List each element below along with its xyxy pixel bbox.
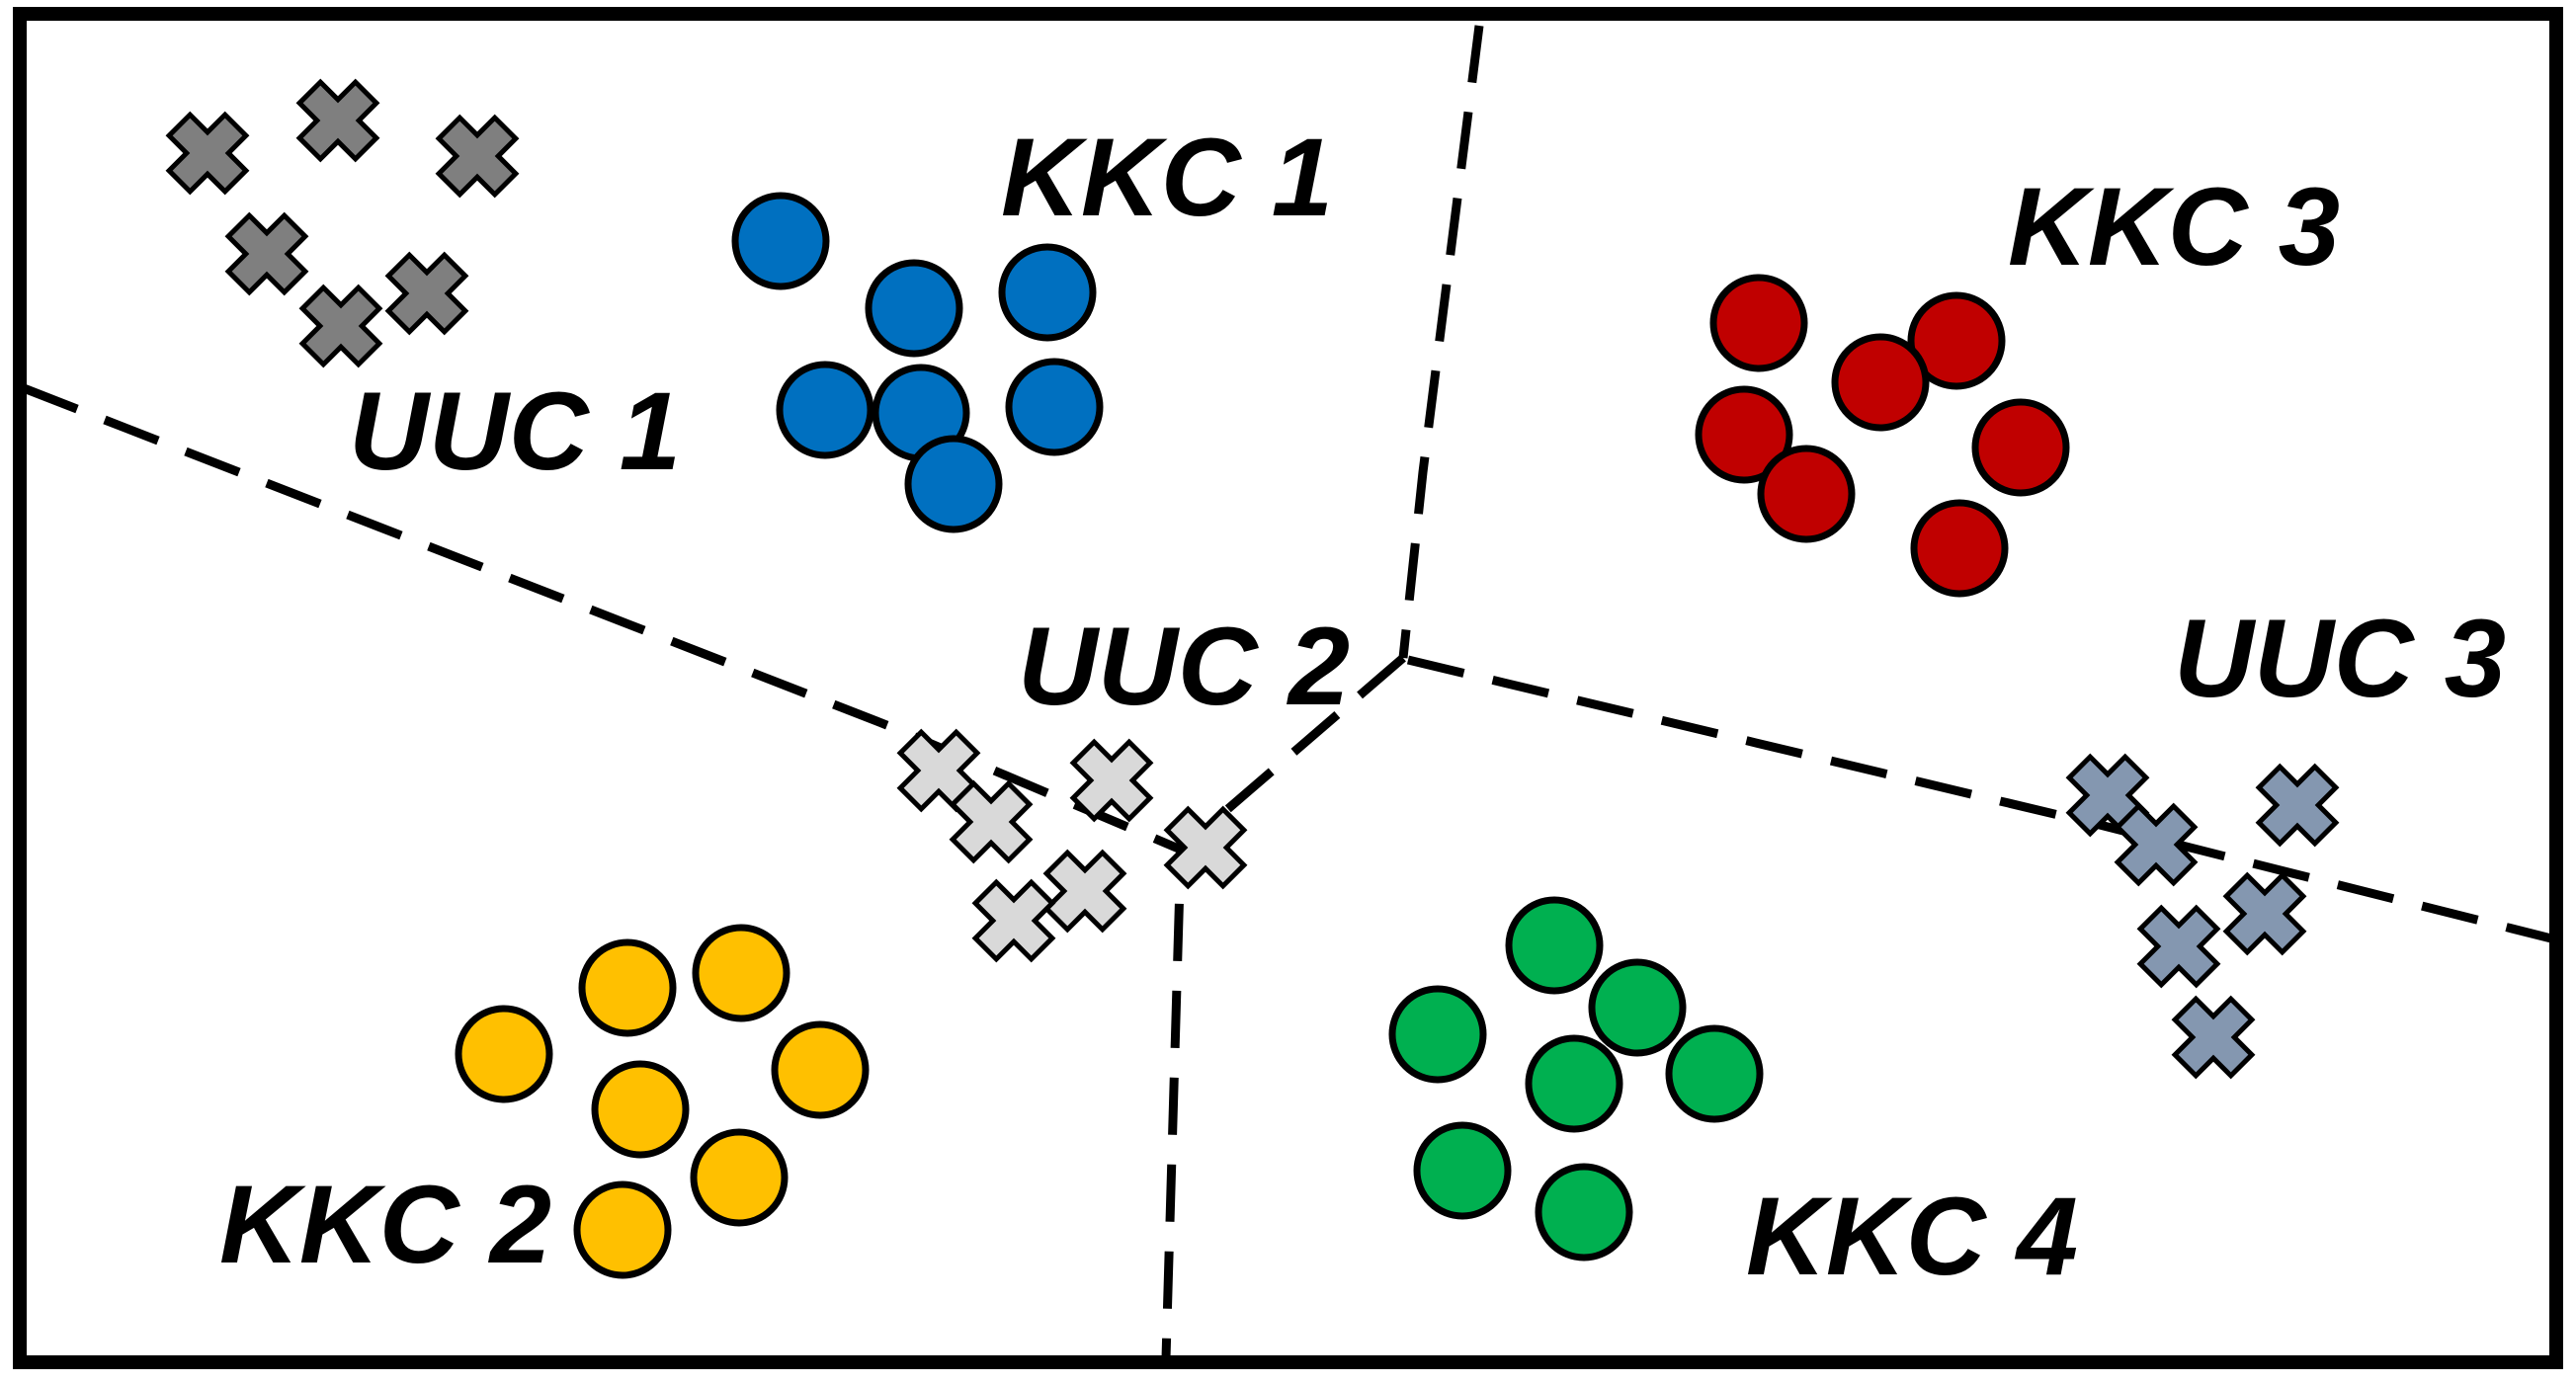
kkc1-point bbox=[1005, 358, 1104, 456]
kkc2-point bbox=[578, 938, 677, 1037]
kkc1-point bbox=[776, 361, 874, 459]
kkc1-point bbox=[865, 259, 963, 358]
uuc3-cross-icon bbox=[2222, 871, 2307, 956]
boundary-kkc2-kkc4 bbox=[1161, 654, 1406, 1359]
uuc2-cross-icon bbox=[971, 878, 1056, 963]
label-uuc2: UUC 2 bbox=[1018, 605, 1350, 728]
boundary-kkc1-kkc3 bbox=[1398, 25, 1484, 659]
label-kkc1: KKC 1 bbox=[1001, 116, 1333, 239]
uuc2-cluster bbox=[896, 728, 1248, 963]
kkc1-point bbox=[904, 435, 1003, 533]
uuc2-cross-icon bbox=[1069, 738, 1154, 823]
uuc2-cross-icon bbox=[1163, 805, 1248, 890]
kkc3-point bbox=[1910, 499, 2009, 598]
uuc2-cross-icon bbox=[949, 779, 1034, 864]
label-kkc3: KKC 3 bbox=[2008, 165, 2340, 288]
kkc3-point bbox=[1831, 333, 1930, 432]
kkc3-cluster bbox=[1695, 274, 2070, 598]
kkc2-point bbox=[771, 1020, 870, 1119]
kkc4-cluster bbox=[1388, 896, 1764, 1262]
kkc3-point bbox=[1971, 398, 2070, 497]
uuc1-cross-icon bbox=[295, 78, 380, 163]
kkc2-cluster bbox=[455, 924, 870, 1279]
uuc2-cross-icon bbox=[1042, 849, 1127, 934]
kkc3-point bbox=[1709, 274, 1808, 372]
diagram-frame bbox=[13, 7, 2563, 1369]
kkc2-point bbox=[690, 1128, 789, 1227]
uuc3-cluster bbox=[2065, 753, 2340, 1080]
uuc3-cross-icon bbox=[2171, 995, 2256, 1080]
label-kkc2: KKC 2 bbox=[219, 1163, 551, 1286]
kkc3-point bbox=[1695, 385, 1793, 484]
kkc4-point bbox=[1665, 1024, 1764, 1123]
kkc2-point bbox=[455, 1005, 553, 1103]
uuc3-cross-icon bbox=[2255, 763, 2340, 848]
kkc4-point bbox=[1388, 985, 1487, 1084]
kkc1-point bbox=[731, 192, 830, 290]
uuc1-cross-icon bbox=[435, 114, 520, 199]
label-kkc4: KKC 4 bbox=[1746, 1175, 2078, 1298]
uuc1-cross-icon bbox=[384, 251, 469, 336]
kkc4-point bbox=[1525, 1034, 1623, 1133]
uuc3-cross-icon bbox=[2136, 904, 2221, 989]
label-uuc3: UUC 3 bbox=[2174, 597, 2506, 720]
uuc3-cross-icon bbox=[2114, 802, 2199, 887]
uuc2-cross-icon bbox=[896, 728, 981, 813]
kkc3-point bbox=[1757, 445, 1856, 543]
kkc4-point bbox=[1535, 1163, 1633, 1262]
uuc1-cross-icon bbox=[165, 111, 250, 196]
kkc1-cluster bbox=[731, 192, 1104, 533]
kkc1-point bbox=[998, 243, 1097, 342]
uuc1-cross-icon bbox=[298, 284, 383, 368]
uuc1-cross-icon bbox=[224, 211, 309, 296]
uuc1-cluster bbox=[165, 78, 520, 368]
kkc4-point bbox=[1505, 896, 1604, 995]
kkc4-point bbox=[1413, 1121, 1512, 1220]
kkc4-point bbox=[1588, 958, 1687, 1057]
kkc3-point bbox=[1907, 291, 2006, 390]
kkc2-point bbox=[692, 924, 790, 1022]
label-uuc1: UUC 1 bbox=[349, 369, 681, 493]
kkc2-point bbox=[573, 1180, 672, 1279]
kkc2-point bbox=[591, 1060, 690, 1159]
